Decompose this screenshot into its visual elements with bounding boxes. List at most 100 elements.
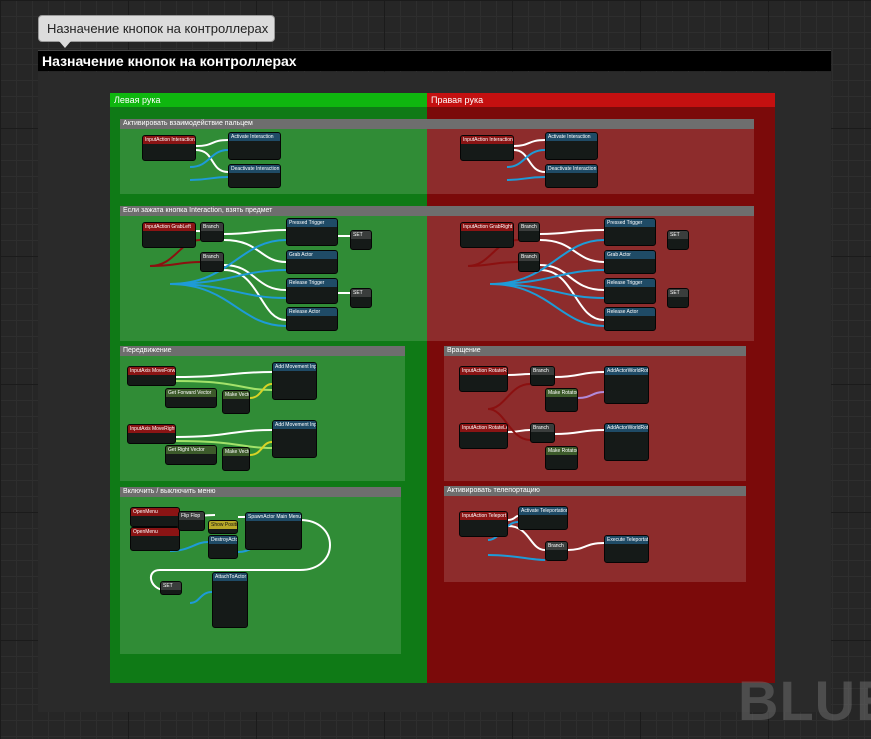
- node-show-position[interactable]: Show Position: [208, 520, 238, 534]
- node-move-forward[interactable]: InputAxis MoveForward: [127, 366, 176, 386]
- node-grab-actor-right-title: Grab Actor: [605, 251, 655, 259]
- node-make-rotator-2[interactable]: Make Rotator: [545, 446, 578, 470]
- node-set-right-2[interactable]: SET: [667, 288, 689, 308]
- node-release-actor-right[interactable]: Release Actor: [604, 307, 656, 331]
- right-hand-header: Правая рука: [427, 93, 775, 107]
- node-pressed-trigger-left[interactable]: Pressed Trigger: [286, 218, 338, 246]
- node-make-vector-1[interactable]: Make Vector: [222, 390, 250, 414]
- node-rotate-right[interactable]: InputAction RotateRight: [459, 366, 508, 392]
- node-activate-teleportation-title: Activate Teleportation: [519, 507, 567, 515]
- node-release-actor-right-title: Release Actor: [605, 308, 655, 316]
- node-branch-grab-right-2[interactable]: Branch: [518, 252, 540, 272]
- node-flip-flop[interactable]: Flip Flop: [178, 511, 205, 531]
- node-interaction-left[interactable]: InputAction InteractionLeft: [142, 135, 196, 161]
- node-execute-teleportation[interactable]: Execute Teleportation: [604, 535, 649, 563]
- node-activate-interaction-left[interactable]: Activate Interaction: [228, 132, 281, 160]
- node-add-world-rotation-2[interactable]: AddActorWorldRotation: [604, 423, 649, 461]
- node-set-left-1[interactable]: SET: [350, 230, 372, 250]
- node-teleport-title: InputAction Teleport: [460, 512, 507, 520]
- node-make-vector-2-title: Make Vector: [223, 448, 249, 456]
- node-add-movement-input-2[interactable]: Add Movement Input: [272, 420, 317, 458]
- node-branch-grab-left-1-title: Branch: [201, 223, 223, 231]
- node-activate-teleportation[interactable]: Activate Teleportation: [518, 506, 568, 530]
- node-add-movement-input-2-title: Add Movement Input: [273, 421, 316, 429]
- node-attach-to-actor[interactable]: AttachToActor: [212, 572, 248, 628]
- node-deactivate-interaction-left-title: Deactivate Interaction: [229, 165, 280, 173]
- node-show-position-title: Show Position: [209, 521, 237, 529]
- node-interaction-right-title: InputAction InteractionRight: [461, 136, 513, 144]
- node-set-right-1-title: SET: [668, 231, 688, 239]
- node-set-right-1[interactable]: SET: [667, 230, 689, 250]
- graph-title: Назначение кнопок на контроллерах: [38, 50, 831, 71]
- node-activate-interaction-right[interactable]: Activate Interaction: [545, 132, 598, 160]
- node-branch-grab-left-2[interactable]: Branch: [200, 252, 224, 272]
- node-set-left-2[interactable]: SET: [350, 288, 372, 308]
- node-add-world-rotation-1[interactable]: AddActorWorldRotation: [604, 366, 649, 404]
- node-move-right[interactable]: InputAxis MoveRight: [127, 424, 176, 444]
- node-rotate-right-title: InputAction RotateRight: [460, 367, 507, 375]
- node-branch-rotate-1-title: Branch: [531, 367, 554, 375]
- node-deactivate-interaction-left[interactable]: Deactivate Interaction: [228, 164, 281, 188]
- node-rotate-left[interactable]: InputAction RotateLeft: [459, 423, 508, 449]
- node-set-right-2-title: SET: [668, 289, 688, 297]
- node-pressed-trigger-left-title: Pressed Trigger: [287, 219, 337, 227]
- node-grab-left-title: InputAction GrabLeft: [143, 223, 195, 231]
- node-branch-grab-right-1[interactable]: Branch: [518, 222, 540, 242]
- node-grab-actor-right[interactable]: Grab Actor: [604, 250, 656, 274]
- node-move-forward-title: InputAxis MoveForward: [128, 367, 175, 375]
- comment-grab-title: Если зажата кнопка Interaction, взять пр…: [120, 206, 754, 216]
- node-make-vector-1-title: Make Vector: [223, 391, 249, 399]
- node-make-rotator-1-title: Make Rotator: [546, 389, 577, 397]
- node-grab-right[interactable]: InputAction GrabRight: [460, 222, 514, 248]
- comment-move-title: Передвижение: [120, 346, 405, 356]
- node-add-world-rotation-1-title: AddActorWorldRotation: [605, 367, 648, 375]
- node-interaction-right[interactable]: InputAction InteractionRight: [460, 135, 514, 161]
- node-interaction-left-title: InputAction InteractionLeft: [143, 136, 195, 144]
- comment-rotate-title: Вращение: [444, 346, 746, 356]
- node-activate-interaction-right-title: Activate Interaction: [546, 133, 597, 141]
- node-release-actor-left[interactable]: Release Actor: [286, 307, 338, 331]
- node-release-trigger-left[interactable]: Release Trigger: [286, 278, 338, 304]
- comment-interact[interactable]: Активировать взаимодействие пальцем: [120, 119, 754, 194]
- left-hand-header: Левая рука: [110, 93, 427, 107]
- node-add-movement-input-1[interactable]: Add Movement Input: [272, 362, 317, 400]
- graph-tooltip: Назначение кнопок на контроллерах: [38, 15, 275, 48]
- node-spawn-actor-title: SpawnActor Main Menu Actor: [246, 513, 301, 521]
- node-grab-left[interactable]: InputAction GrabLeft: [142, 222, 196, 248]
- node-open-menu-alt-title: OpenMenu: [131, 528, 179, 536]
- node-grab-actor-left-title: Grab Actor: [287, 251, 337, 259]
- node-pressed-trigger-right[interactable]: Pressed Trigger: [604, 218, 656, 246]
- node-pressed-trigger-right-title: Pressed Trigger: [605, 219, 655, 227]
- node-spawn-actor[interactable]: SpawnActor Main Menu Actor: [245, 512, 302, 550]
- node-execute-teleportation-title: Execute Teleportation: [605, 536, 648, 544]
- comment-teleport-title: Активировать телепортацию: [444, 486, 746, 496]
- node-branch-grab-right-2-title: Branch: [519, 253, 539, 261]
- node-rotate-left-title: InputAction RotateLeft: [460, 424, 507, 432]
- node-destroy-actor[interactable]: DestroyActor: [208, 535, 238, 559]
- node-branch-teleport[interactable]: Branch: [545, 541, 568, 561]
- node-open-menu-alt[interactable]: OpenMenu: [130, 527, 180, 551]
- node-set-menu[interactable]: SET: [160, 581, 182, 595]
- node-get-forward-vector[interactable]: Get Forward Vector: [165, 388, 217, 408]
- node-grab-right-title: InputAction GrabRight: [461, 223, 513, 231]
- node-branch-grab-left-1[interactable]: Branch: [200, 222, 224, 242]
- node-activate-interaction-left-title: Activate Interaction: [229, 133, 280, 141]
- node-branch-rotate-1[interactable]: Branch: [530, 366, 555, 386]
- node-release-actor-left-title: Release Actor: [287, 308, 337, 316]
- node-release-trigger-right[interactable]: Release Trigger: [604, 278, 656, 304]
- node-deactivate-interaction-right[interactable]: Deactivate Interaction: [545, 164, 598, 188]
- node-flip-flop-title: Flip Flop: [179, 512, 204, 520]
- node-set-left-1-title: SET: [351, 231, 371, 239]
- node-open-menu[interactable]: OpenMenu: [130, 507, 180, 527]
- node-make-vector-2[interactable]: Make Vector: [222, 447, 250, 471]
- node-open-menu-title: OpenMenu: [131, 508, 179, 516]
- node-get-forward-vector-title: Get Forward Vector: [166, 389, 216, 397]
- node-grab-actor-left[interactable]: Grab Actor: [286, 250, 338, 274]
- node-teleport[interactable]: InputAction Teleport: [459, 511, 508, 537]
- node-get-right-vector[interactable]: Get Right Vector: [165, 445, 217, 465]
- node-make-rotator-2-title: Make Rotator: [546, 447, 577, 455]
- node-branch-rotate-2[interactable]: Branch: [530, 423, 555, 443]
- node-add-world-rotation-2-title: AddActorWorldRotation: [605, 424, 648, 432]
- node-branch-rotate-2-title: Branch: [531, 424, 554, 432]
- node-make-rotator-1[interactable]: Make Rotator: [545, 388, 578, 412]
